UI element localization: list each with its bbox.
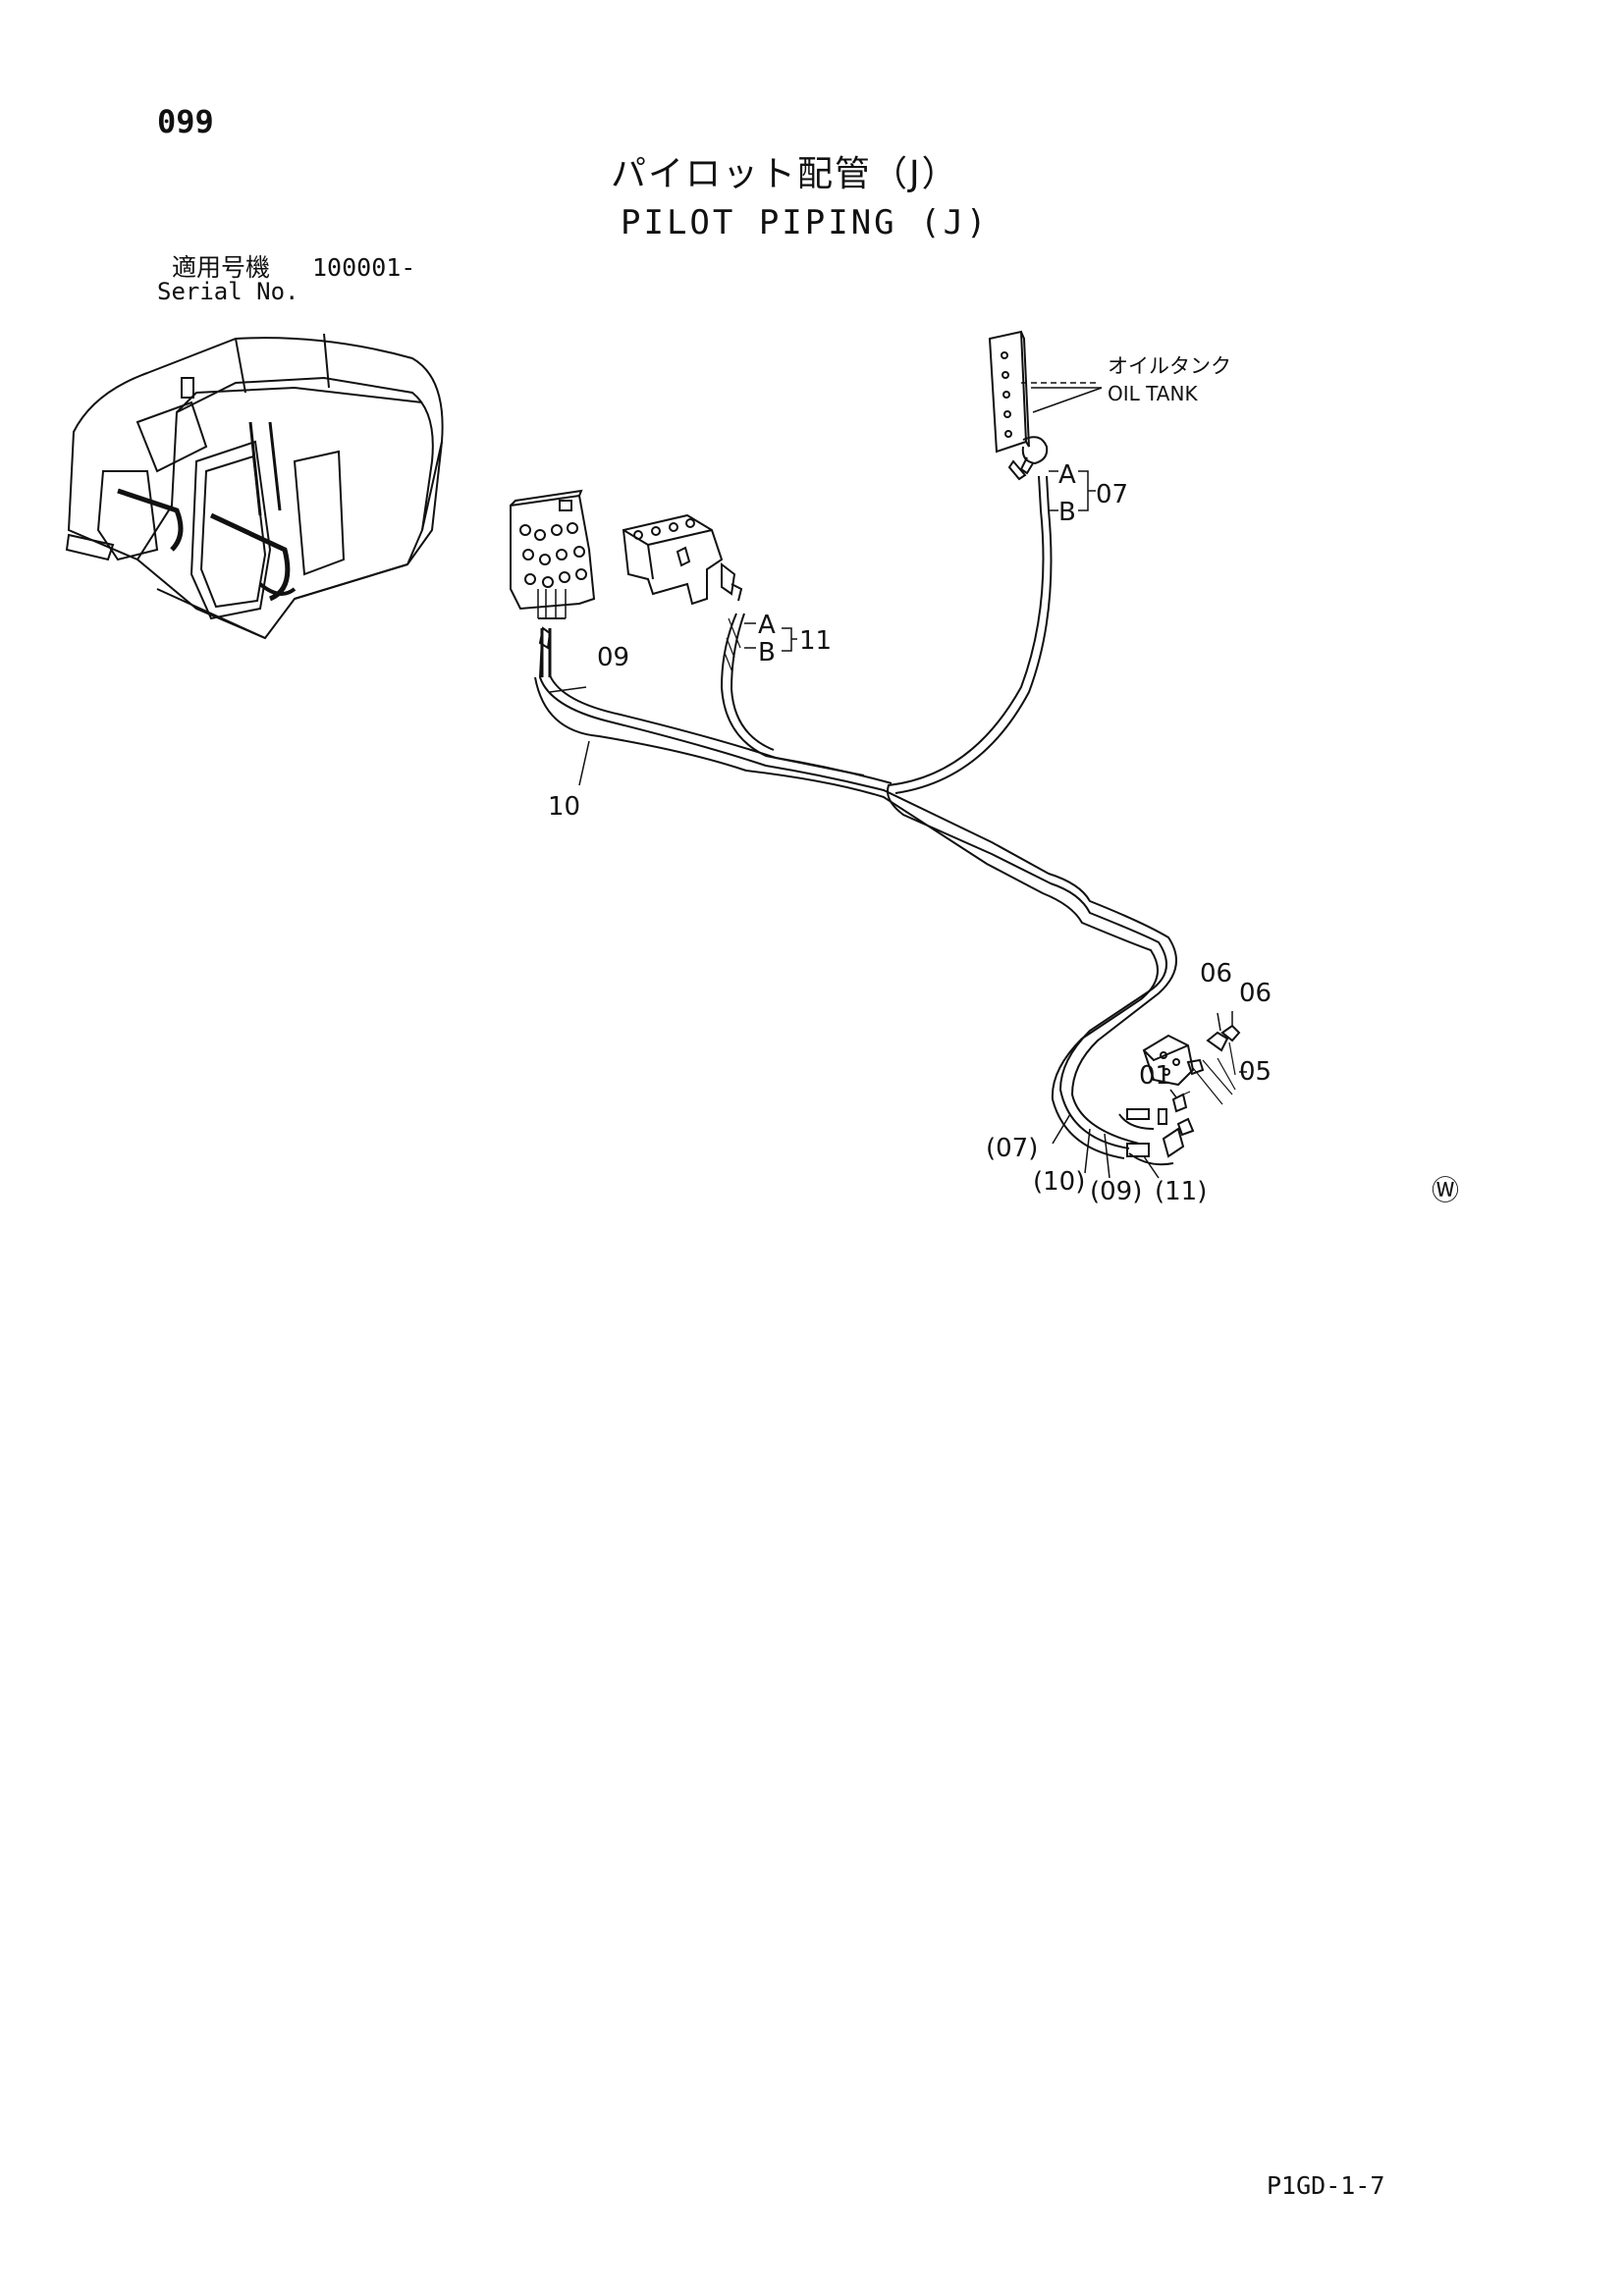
footer-code: P1GD-1-7 bbox=[1267, 2171, 1385, 2200]
serial-number-value: 100001- bbox=[312, 253, 416, 282]
ref-09-label: (09) bbox=[1090, 1177, 1142, 1206]
hose-bundle bbox=[534, 475, 1177, 1166]
part-06-label-b: 06 bbox=[1239, 979, 1272, 1008]
manifold-block bbox=[622, 513, 743, 606]
callout-labels: オイルタンク OIL TANK A B 07 A B 11 09 10 06 0… bbox=[548, 354, 1459, 1206]
ref-11-label: (11) bbox=[1155, 1177, 1207, 1206]
part-05-label: 05 bbox=[1239, 1057, 1272, 1087]
oil-tank-label-en: OIL TANK bbox=[1108, 382, 1198, 405]
oil-tank-bracket bbox=[988, 330, 1100, 481]
oil-tank-label-jp: オイルタンク bbox=[1108, 354, 1231, 378]
page-number: 099 bbox=[157, 103, 214, 140]
ref-10-label: (10) bbox=[1033, 1167, 1085, 1197]
leader-lines bbox=[549, 387, 1247, 1179]
port-b-11: B bbox=[758, 638, 776, 667]
title-japanese: パイロット配管（J） bbox=[611, 154, 959, 194]
ref-07-label: (07) bbox=[986, 1134, 1038, 1163]
part-11-label: 11 bbox=[799, 626, 832, 656]
part-07-label: 07 bbox=[1096, 480, 1128, 509]
fitting-block bbox=[1126, 1024, 1241, 1158]
port-a-11: A bbox=[758, 611, 776, 640]
serial-label-english: Serial No. bbox=[157, 278, 299, 305]
part-10-label: 10 bbox=[548, 792, 580, 822]
watermark-w-icon: Ⓦ bbox=[1432, 1174, 1459, 1206]
excavator-cab-illustration bbox=[65, 333, 444, 640]
serial-label-japanese: 適用号機 bbox=[172, 253, 271, 282]
part-01-label: 01 bbox=[1139, 1061, 1171, 1091]
port-a-07: A bbox=[1058, 460, 1076, 490]
title-english: PILOT PIPING (J) bbox=[621, 203, 990, 242]
part-09-label: 09 bbox=[597, 643, 629, 672]
part-06-label-a: 06 bbox=[1200, 959, 1232, 988]
pilot-control-valve bbox=[510, 489, 596, 650]
port-b-07: B bbox=[1058, 498, 1076, 527]
